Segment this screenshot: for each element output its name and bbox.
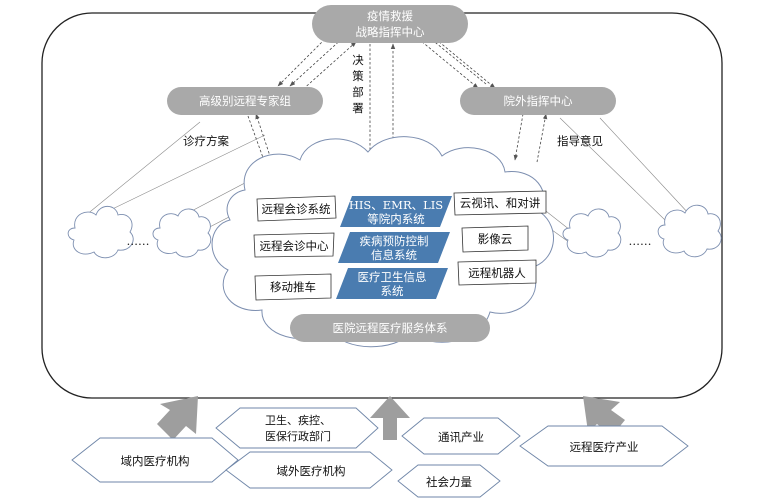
right-system-2: 影像云 bbox=[461, 225, 529, 253]
guidance-label: 指导意见 bbox=[557, 134, 603, 148]
expert-group-label: 高级别远程专家组 bbox=[199, 94, 291, 108]
right-system-2-label: 影像云 bbox=[478, 232, 513, 246]
ellipsis-left: …… bbox=[127, 234, 150, 248]
decision-char-3: 部 bbox=[352, 85, 364, 99]
left-system-2: 远程会诊中心 bbox=[253, 232, 335, 258]
service-system-label: 医院远程医疗服务体系 bbox=[333, 321, 448, 335]
decision-label: 决 策 部 署 bbox=[352, 53, 364, 115]
participant-social: 社会力量 bbox=[397, 464, 501, 498]
cloud-left-1 bbox=[67, 205, 134, 259]
command-center-line1: 疫情救援 bbox=[367, 9, 413, 23]
participant-health-departments: 卫生、疾控、 医保行政部门 bbox=[215, 407, 379, 449]
cloud-right-2 bbox=[657, 204, 722, 258]
participant-telemedicine-label: 远程医疗产业 bbox=[570, 440, 639, 454]
expert-group-node: 高级别远程专家组 bbox=[167, 87, 323, 115]
cloud-left-2 bbox=[152, 208, 212, 258]
command-center-line2: 战略指挥中心 bbox=[356, 25, 425, 39]
up-arrow-left bbox=[157, 396, 198, 440]
service-system-node: 医院远程医疗服务体系 bbox=[290, 314, 490, 342]
right-system-3-label: 远程机器人 bbox=[468, 266, 526, 280]
participant-telecom-label: 通讯产业 bbox=[438, 430, 484, 444]
participant-health-line1: 卫生、疾控、 bbox=[265, 413, 331, 427]
participant-domestic-label: 域内医疗机构 bbox=[121, 454, 190, 468]
diagnosis-plan-label: 诊疗方案 bbox=[183, 134, 229, 148]
participant-external-label: 域外医疗机构 bbox=[277, 464, 346, 478]
participant-social-label: 社会力量 bbox=[426, 475, 472, 489]
center-system-3-line2: 系统 bbox=[381, 284, 404, 298]
left-system-3-label: 移动推车 bbox=[270, 280, 316, 294]
participant-domestic: 域内医疗机构 bbox=[71, 437, 239, 483]
decision-char-2: 策 bbox=[352, 69, 364, 83]
right-system-3: 远程机器人 bbox=[457, 259, 537, 286]
up-arrow-middle bbox=[370, 396, 410, 440]
center-system-1-line1: HIS、EMR、LIS bbox=[349, 198, 443, 212]
center-system-3: 医疗卫生信息 系统 bbox=[336, 268, 448, 299]
decision-char-1: 决 bbox=[352, 53, 364, 67]
outside-command-label: 院外指挥中心 bbox=[504, 94, 573, 108]
cloud-right-1 bbox=[562, 208, 622, 258]
center-system-3-line1: 医疗卫生信息 bbox=[358, 270, 427, 284]
right-system-1: 云视讯、和对讲 bbox=[453, 190, 547, 216]
ellipsis-right: …… bbox=[629, 234, 652, 248]
center-system-2-line1: 疾病预防控制 bbox=[360, 234, 429, 248]
center-system-1: HIS、EMR、LIS 等院内系统 bbox=[340, 196, 452, 227]
right-system-1-label: 云视讯、和对讲 bbox=[460, 196, 541, 210]
participant-telemedicine-industry: 远程医疗产业 bbox=[519, 425, 689, 467]
decision-char-4: 署 bbox=[352, 101, 364, 115]
left-system-3: 移动推车 bbox=[254, 273, 332, 301]
command-center-node: 疫情救援 战略指挥中心 bbox=[312, 5, 468, 43]
outside-command-node: 院外指挥中心 bbox=[460, 87, 616, 115]
center-system-2-line2: 信息系统 bbox=[371, 248, 417, 262]
participant-health-line2: 医保行政部门 bbox=[265, 429, 331, 443]
participant-telecom: 通讯产业 bbox=[401, 417, 521, 455]
left-system-2-label: 远程会诊中心 bbox=[260, 239, 329, 253]
left-system-1: 远程会诊系统 bbox=[256, 195, 337, 222]
participant-external: 域外医疗机构 bbox=[225, 451, 393, 489]
center-system-1-line2: 等院内系统 bbox=[367, 212, 425, 226]
left-system-1-label: 远程会诊系统 bbox=[262, 202, 331, 216]
center-system-2: 疾病预防控制 信息系统 bbox=[338, 232, 450, 263]
